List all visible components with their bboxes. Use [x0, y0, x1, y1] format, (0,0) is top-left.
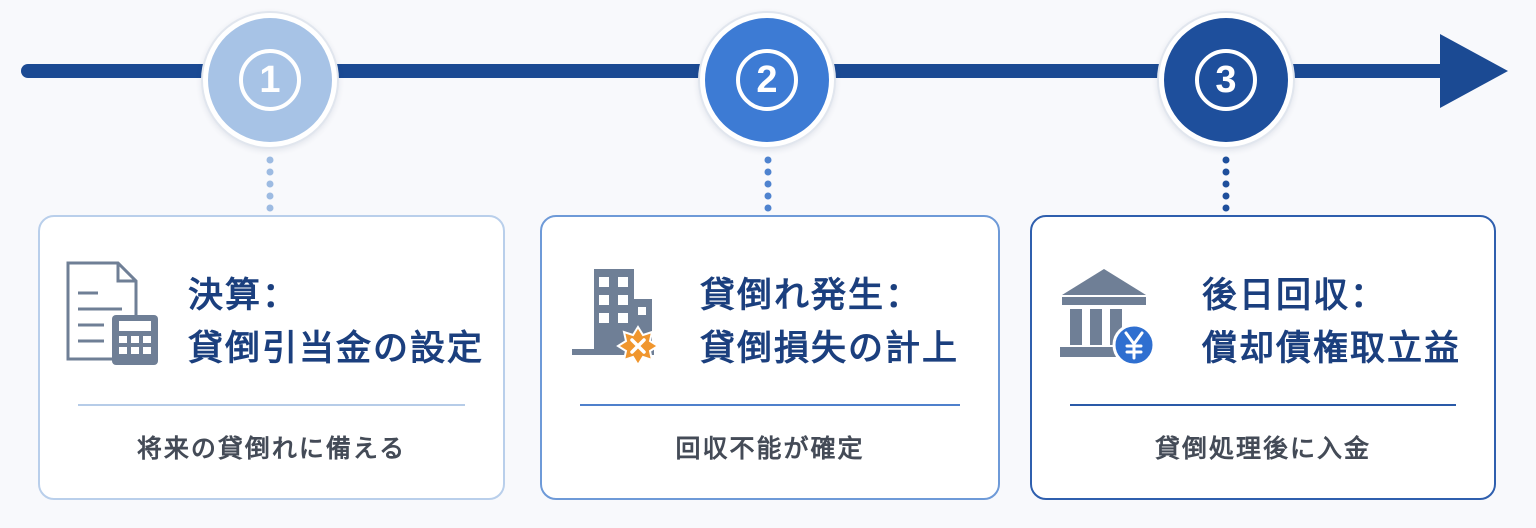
step-marker-1: 1 — [201, 11, 339, 149]
step-card-3: 後日回収： 償却債権取立益 貸倒処理後に入金 — [1030, 215, 1496, 500]
step-title-2-line1: 貸倒れ発生： — [700, 276, 923, 315]
step-title-3: 後日回収： 償却債権取立益 — [1202, 269, 1484, 375]
connector-2 — [764, 156, 772, 212]
step-number-1: 1 — [239, 49, 301, 111]
step-title-1: 決算： 貸倒引当金の設定 — [188, 269, 493, 375]
connector-3 — [1222, 156, 1230, 212]
step-card-1: 決算： 貸倒引当金の設定 将来の貸倒れに備える — [38, 215, 505, 500]
step-marker-2: 2 — [698, 11, 836, 149]
card-divider-3 — [1070, 404, 1456, 406]
step-title-3-line2: 償却債権取立益 — [1202, 329, 1462, 368]
timeline-arrowhead — [1440, 34, 1508, 108]
card-divider-2 — [580, 404, 960, 406]
building-alert-icon — [572, 269, 660, 367]
step-description-3: 貸倒処理後に入金 — [1154, 435, 1371, 463]
document-calculator-icon — [66, 261, 158, 365]
step-title-3-line1: 後日回収： — [1202, 276, 1388, 315]
card-divider-1 — [78, 404, 465, 406]
step-description-1: 将来の貸倒れに備える — [136, 435, 407, 463]
step-card-2: 貸倒れ発生： 貸倒損失の計上 回収不能が確定 — [540, 215, 1000, 500]
connector-1 — [266, 156, 274, 212]
bank-yen-icon — [1060, 269, 1156, 367]
step-marker-3: 3 — [1157, 11, 1295, 149]
step-title-2-line2: 貸倒損失の計上 — [700, 329, 960, 368]
step-number-3: 3 — [1195, 49, 1257, 111]
step-number-2: 2 — [736, 49, 798, 111]
step-description-2: 回収不能が確定 — [675, 435, 865, 463]
step-title-1-line1: 決算： — [188, 276, 300, 315]
step-title-2: 貸倒れ発生： 貸倒損失の計上 — [700, 269, 988, 375]
step-title-1-line2: 貸倒引当金の設定 — [188, 329, 485, 368]
